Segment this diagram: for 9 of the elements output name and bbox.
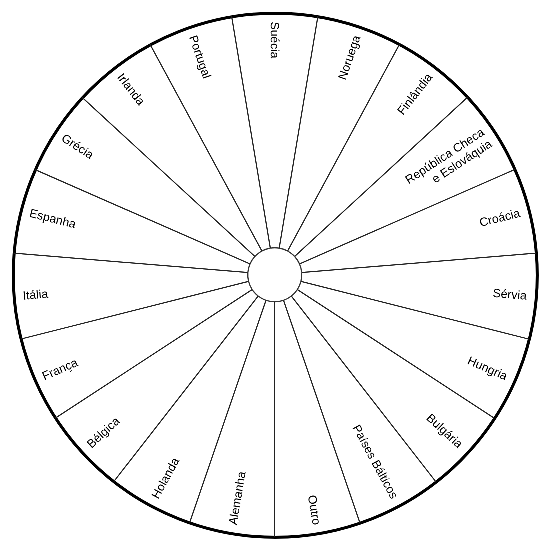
sector-label: Espanha: [28, 206, 78, 232]
sector-label: França: [40, 355, 80, 384]
sector-label: Itália: [22, 286, 49, 303]
sector-label: Suécia: [268, 22, 282, 59]
wheel-sector: [150, 16, 271, 253]
sector-label: Alemanha: [226, 470, 250, 526]
sector-label: Outro: [304, 494, 324, 526]
sector-label: Croácia: [478, 206, 522, 230]
sector-label: Sérvia: [492, 286, 528, 303]
